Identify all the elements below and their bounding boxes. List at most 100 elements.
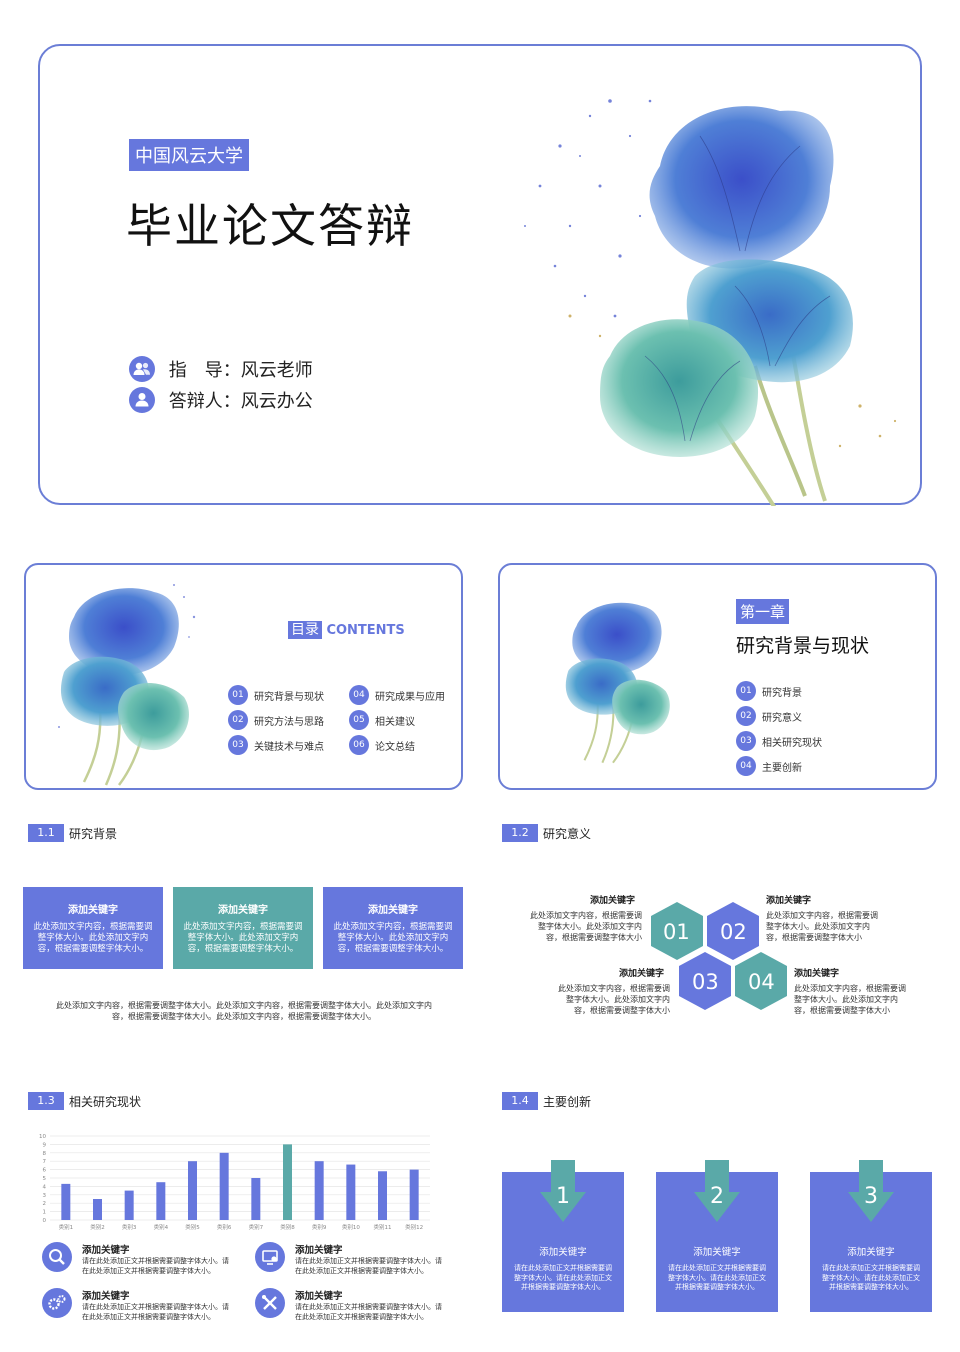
hexagon-label: 01 (663, 920, 690, 944)
chapter-number: 02 (736, 706, 756, 726)
toc-label: 论文总结 (375, 741, 415, 753)
innovation-heading: 添加关键字 (539, 1247, 587, 1258)
chapter-item-label: 研究意义 (762, 712, 802, 724)
advisor-label: 指 导： (168, 360, 241, 381)
innovation-number: 3 (864, 1184, 878, 1209)
bar (314, 1161, 324, 1220)
block-heading: 添加关键字 (766, 896, 812, 906)
section-number: 1.2 (502, 824, 538, 842)
section-number: 1.3 (28, 1092, 64, 1110)
hexagon-label: 04 (748, 970, 775, 994)
bar (219, 1152, 229, 1220)
x-tick-label: 类别10 (342, 1223, 360, 1231)
keyword-box: 添加关键字 此处添加文字内容，根据需要调整字体大小。此处添加文字内容，根据需要调… (323, 887, 463, 969)
innovation-heading: 添加关键字 (693, 1247, 741, 1258)
toc-number: 06 (349, 735, 369, 755)
title-slide: 中国风云大学 毕业论文答辩 指 导：风云老师 答辩人：风云办公 (38, 44, 922, 506)
toc-number: 01 (228, 685, 248, 705)
toc-number: 05 (349, 710, 369, 730)
feature-heading: 添加关键字 (82, 1245, 130, 1256)
box-heading: 添加关键字 (68, 905, 118, 916)
innovation-number: 1 (556, 1184, 570, 1209)
toc-label: 研究方法与思路 (254, 716, 324, 728)
y-tick-label: 6 (43, 1168, 47, 1174)
y-tick-label: 4 (43, 1184, 47, 1190)
x-tick-label: 类别5 (185, 1223, 200, 1231)
watercolor-flower-illustration (58, 584, 196, 786)
down-arrow-icon (848, 1160, 894, 1222)
defender-label: 答辩人： (168, 391, 241, 412)
y-tick-label: 1 (43, 1210, 47, 1216)
y-tick-label: 8 (43, 1151, 47, 1157)
box-text: 此处添加文字内容，根据需要调整字体大小。此处添加文字内容，根据需要调整字体大小。 (33, 922, 153, 954)
feature-text: 请在此处添加正文并根据需要调整字体大小。请在此处添加正文并根据需要调整字体大小。 (82, 1257, 229, 1275)
watercolor-flower-illustration (524, 99, 897, 506)
innovation-card: 1 添加关键字 请在此处添加正文并根据需要调整字体大小。请在此处添加正文并根据需… (502, 1160, 624, 1312)
toc-number: 02 (228, 710, 248, 730)
hexagon-02 (707, 902, 759, 960)
innovation-text: 请在此处添加正文并根据需要调整字体大小。请在此处添加正文并根据需要调整字体大小。 (514, 1264, 612, 1291)
defender-row: 答辩人：风云办公 (129, 387, 313, 413)
toc-label: 研究成果与应用 (375, 691, 445, 703)
section-footer-text: 此处添加文字内容，根据需要调整字体大小。此处添加文字内容，根据需要调整字体大小。… (56, 1001, 432, 1021)
y-tick-label: 5 (43, 1176, 47, 1182)
y-tick-label: 9 (43, 1142, 47, 1148)
feature-text: 请在此处添加正文并根据需要调整字体大小。请在此处添加正文并根据需要调整字体大小。 (295, 1257, 442, 1275)
contents-title-cn: 目录 (288, 621, 322, 639)
chapter-item[interactable]: 02 研究意义 (736, 706, 802, 726)
chapter-item-label: 主要创新 (762, 762, 802, 774)
chapter-number: 04 (736, 756, 756, 776)
toc-label: 相关建议 (375, 716, 415, 728)
feature-heading: 添加关键字 (82, 1291, 130, 1302)
box-text: 此处添加文字内容，根据需要调整字体大小。此处添加文字内容，根据需要调整字体大小。 (333, 922, 453, 954)
y-tick-label: 2 (43, 1201, 47, 1207)
chapter-number: 01 (736, 681, 756, 701)
block-text: 此处添加文字内容，根据需要调整字体大小。此处添加文字内容，根据需要调整字体大小 (766, 911, 878, 942)
search-icon (42, 1242, 72, 1272)
school-tag: 中国风云大学 (129, 139, 249, 171)
section-title: 研究意义 (543, 827, 592, 841)
toc-number: 03 (228, 735, 248, 755)
bar (251, 1178, 261, 1220)
feature-text: 请在此处添加正文并根据需要调整字体大小。请在此处添加正文并根据需要调整字体大小。 (82, 1303, 229, 1321)
bar (188, 1161, 197, 1220)
hexagon-diagram (651, 902, 787, 1010)
y-tick-label: 3 (43, 1193, 47, 1199)
innovation-number: 2 (710, 1184, 724, 1209)
toc-label: 关键技术与难点 (254, 741, 324, 753)
section-title: 相关研究现状 (69, 1095, 142, 1109)
hexagon-label: 03 (692, 970, 719, 994)
contents-heading: 目录 CONTENTS (288, 619, 405, 639)
bar (156, 1182, 166, 1220)
main-title: 毕业论文答辩 (126, 199, 414, 253)
innovation-heading: 添加关键字 (847, 1247, 895, 1258)
chapter-item[interactable]: 04 主要创新 (736, 756, 802, 776)
advisor-name: 风云老师 (240, 360, 313, 381)
section-title: 主要创新 (543, 1095, 592, 1109)
innovation-card: 3 添加关键字 请在此处添加正文并根据需要调整字体大小。请在此处添加正文并根据需… (810, 1160, 932, 1312)
feature-text: 请在此处添加正文并根据需要调整字体大小。请在此处添加正文并根据需要调整字体大小。 (295, 1303, 442, 1321)
chapter-item-label: 相关研究现状 (762, 737, 822, 749)
toc-item[interactable]: 05 相关建议 (349, 710, 415, 730)
y-tick-label: 7 (43, 1159, 47, 1165)
innovation-text: 请在此处添加正文并根据需要调整字体大小。请在此处添加正文并根据需要调整字体大小。 (668, 1264, 766, 1291)
hexagon-label: 02 (720, 920, 747, 944)
block-heading: 添加关键字 (590, 896, 636, 906)
toc-item[interactable]: 02 研究方法与思路 (228, 710, 324, 730)
x-tick-label: 类别3 (122, 1223, 137, 1231)
hexagon-03 (679, 952, 731, 1010)
box-heading: 添加关键字 (218, 905, 268, 916)
block-text: 此处添加文字内容，根据需要调整字体大小。此处添加文字内容，根据需要调整字体大小 (558, 984, 670, 1015)
bar (409, 1169, 419, 1220)
x-tick-label: 类别11 (374, 1223, 392, 1231)
toc-item[interactable]: 06 论文总结 (349, 735, 415, 755)
innovation-card: 2 添加关键字 请在此处添加正文并根据需要调整字体大小。请在此处添加正文并根据需… (656, 1160, 778, 1312)
toc-item[interactable]: 03 关键技术与难点 (228, 735, 324, 755)
